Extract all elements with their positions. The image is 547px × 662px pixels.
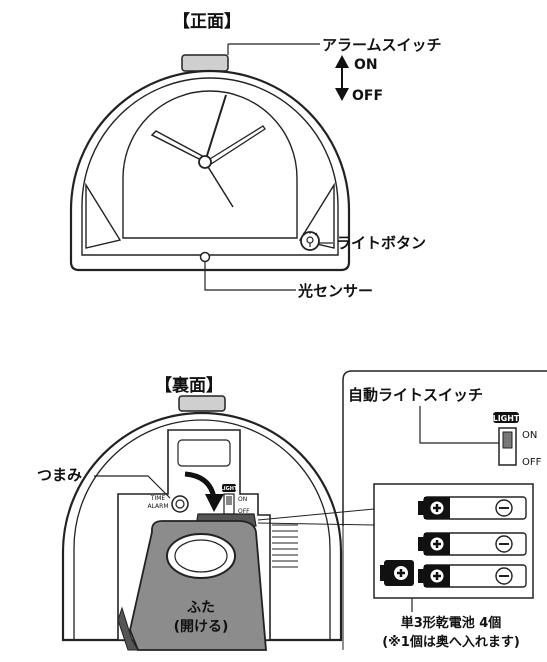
- inset-pointer-lines: [257, 508, 375, 650]
- light-button-label: ライトボタン: [336, 234, 426, 252]
- battery-label-1: 単3形乾電池 4個: [401, 615, 502, 631]
- small-light-badge: [222, 484, 236, 492]
- alarm-on-label: ON: [354, 57, 378, 73]
- alarm-on-off-arrow: [335, 55, 349, 101]
- auto-switch-on-label: ON: [522, 430, 537, 441]
- light-sensor: [199, 251, 211, 263]
- front-clock: [69, 54, 351, 272]
- light-badge: [493, 412, 519, 423]
- small-switch-on: ON: [238, 496, 247, 503]
- small-switch-slider: [226, 496, 232, 505]
- vent-lines: [272, 524, 298, 568]
- knob-label: つまみ: [37, 466, 82, 484]
- back-body-inner: [73, 419, 331, 640]
- auto-light-leader: [419, 406, 499, 444]
- minute-hand: [204, 94, 227, 163]
- light-badge-text: LIGHT: [493, 414, 520, 423]
- battery-1: [418, 496, 527, 520]
- knob-leader: [94, 475, 171, 499]
- back-top-button: [178, 395, 226, 412]
- cover-label-2: (開ける): [174, 619, 229, 635]
- inset-panel: LIGHT: [342, 370, 547, 612]
- front-leaders: [204, 43, 333, 291]
- auto-switch-off-label: OFF: [522, 457, 542, 468]
- battery-2: [418, 532, 527, 556]
- small-switch-off: OFF: [238, 508, 250, 515]
- back-title: 【裏面】: [155, 375, 223, 396]
- knob-alarm-text: ALARM: [147, 503, 168, 510]
- auto-light-switch-label: 自動ライトスイッチ: [348, 386, 483, 404]
- knob-time-text: TIME: [150, 495, 166, 502]
- rotate-arrow-head: [205, 494, 224, 512]
- cover-edge: [117, 606, 139, 651]
- rear-panel-notch: [177, 439, 231, 467]
- light-sensor-label: 光センサー: [297, 282, 373, 300]
- back-clock: TIME ALARM LIGHT ON OFF: [61, 395, 343, 651]
- battery-label-2: (※1個は奥へ入れます): [382, 634, 520, 650]
- battery-4: [418, 564, 527, 588]
- light-button[interactable]: [300, 231, 320, 251]
- alarm-switch-label: アラームスイッチ: [322, 36, 442, 54]
- alarm-switch-button[interactable]: [181, 54, 229, 72]
- battery-3-inner: [380, 560, 414, 586]
- cover-label-1: ふた: [187, 600, 215, 616]
- time-alarm-knob[interactable]: [171, 495, 189, 513]
- front-left-triangle: [85, 182, 122, 249]
- front-title: 【正面】: [173, 11, 241, 32]
- small-light-badge-text: LIGHT: [221, 486, 238, 492]
- hand-center: [198, 155, 212, 169]
- second-hand: [204, 161, 234, 208]
- cover-window-inner: [174, 539, 228, 573]
- alarm-off-label: OFF: [352, 88, 383, 104]
- auto-light-switch-slider: [502, 431, 513, 449]
